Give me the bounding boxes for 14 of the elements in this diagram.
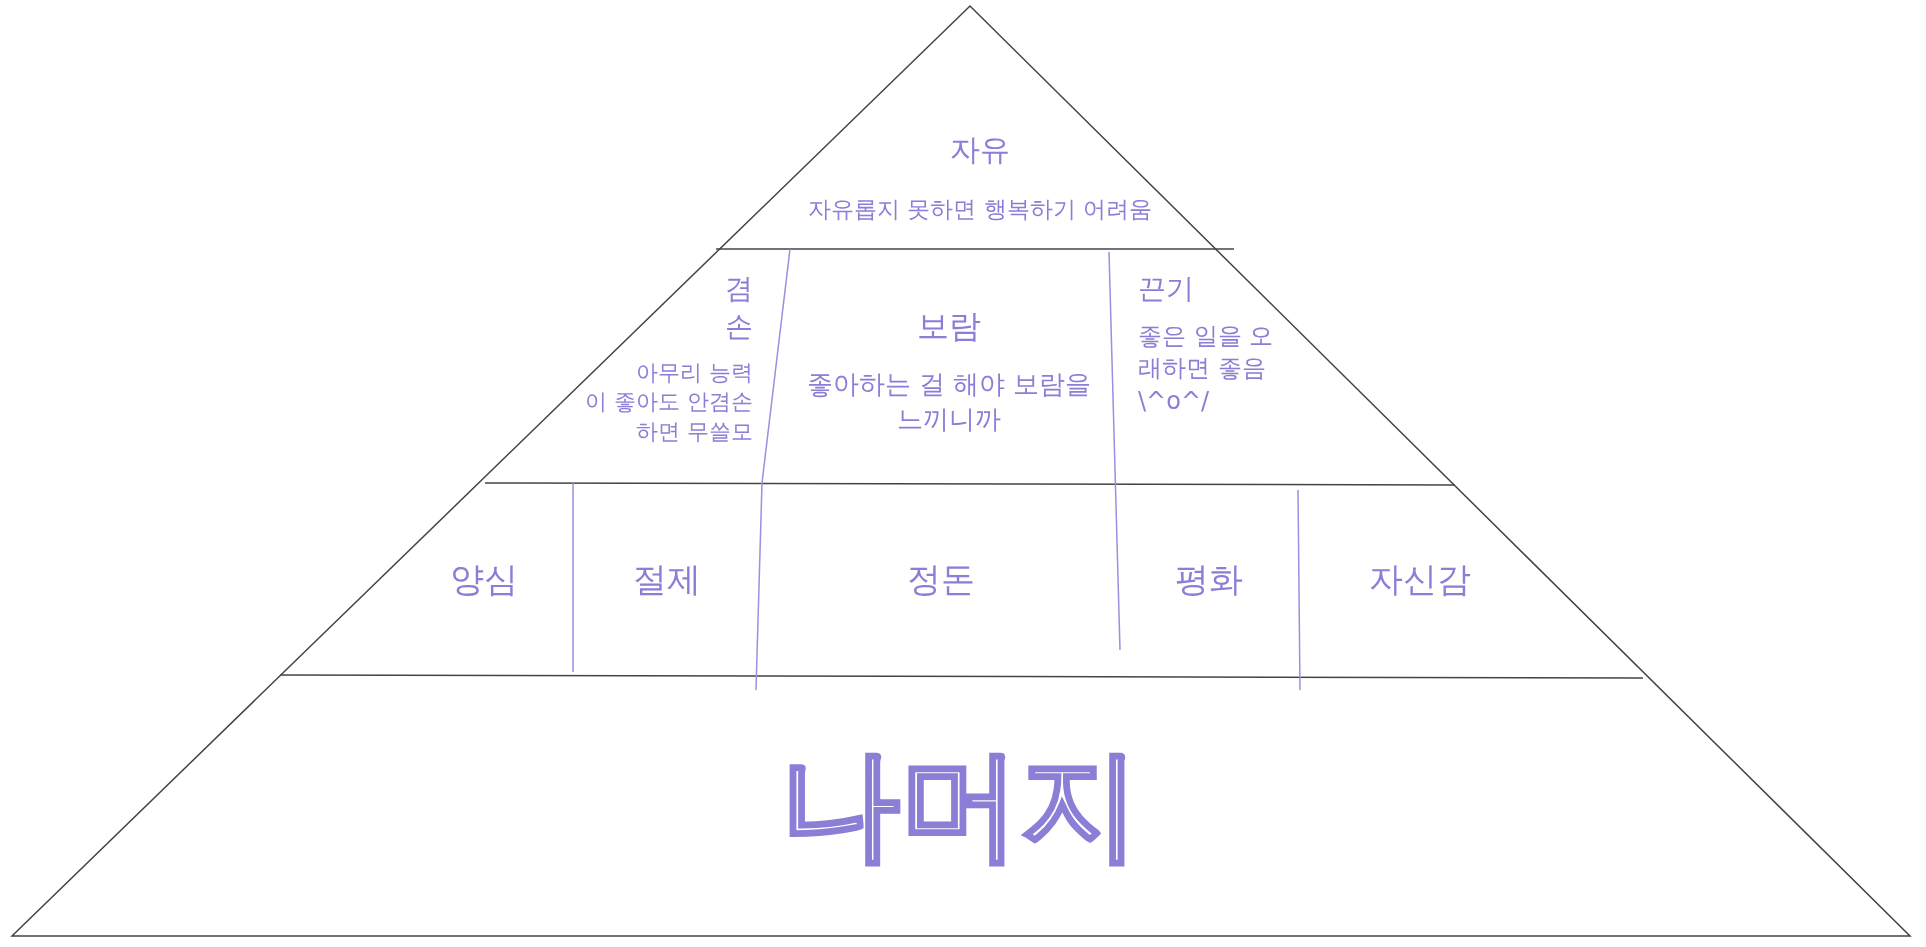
- tier-note: 좋아하는 걸 해야 보람을 느끼니까: [805, 367, 1093, 436]
- tier-heading: 자신감: [1369, 558, 1471, 602]
- tier-heading: 나머지: [780, 734, 1140, 876]
- tier-heading: 절제: [633, 558, 701, 602]
- tier-heading: 끈기: [1138, 272, 1194, 305]
- tier-note: 아무리 능력이 좋아도 안겸손하면 무쓸모: [585, 359, 753, 444]
- tier-heading: 양심: [450, 558, 518, 602]
- tier-heading: 보람: [917, 306, 981, 348]
- tier-heading: 겸손: [725, 272, 753, 343]
- tier-note: 좋은 일을 오래하면 좋음 \^o^/: [1138, 321, 1274, 415]
- tier-heading: 평화: [1175, 558, 1243, 602]
- tier-heading: 자유: [950, 130, 1010, 169]
- tier-note: 자유롭지 못하면 행복하기 어려움: [808, 195, 1152, 225]
- tier-heading: 정돈: [907, 558, 975, 602]
